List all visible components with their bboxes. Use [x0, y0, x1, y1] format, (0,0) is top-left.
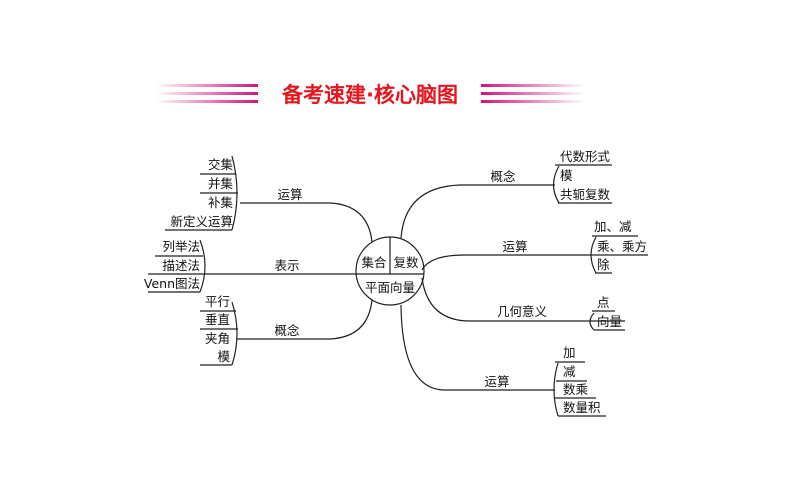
- center-vectors: 平面向量: [365, 280, 415, 295]
- list-item: 列举法: [162, 239, 200, 254]
- list-item: 共轭复数: [560, 187, 611, 202]
- list-item: 模: [217, 349, 230, 364]
- branch-label: 运算: [484, 374, 509, 389]
- list-item: 夹角: [205, 331, 230, 346]
- center-complex: 复数: [393, 255, 419, 270]
- list-item: 向量: [597, 314, 622, 329]
- branch-right-vector-operations: 运算 加 减 数乘 数量积: [484, 345, 606, 417]
- list-item: 代数形式: [560, 149, 611, 164]
- branch-right-operations: 运算 加、减 乘、乘方 除: [502, 219, 647, 274]
- list-item: 加: [563, 345, 576, 360]
- list-item: 减: [563, 364, 576, 379]
- center-sets: 集合: [361, 255, 387, 270]
- branch-left-operations: 运算 交集 并集 补集 新定义运算: [165, 155, 303, 231]
- list-item: 模: [560, 168, 573, 183]
- list-item: 加、减: [594, 219, 632, 234]
- list-item: 除: [597, 257, 610, 272]
- branch-right-geometric-meaning: 几何意义 点 向量: [497, 295, 625, 331]
- branch-label: 表示: [274, 258, 299, 273]
- list-item: 点: [597, 295, 610, 310]
- list-item: 数量积: [563, 400, 601, 415]
- branch-label: 概念: [274, 323, 300, 338]
- list-item: 乘、乘方: [597, 239, 647, 254]
- branch-left-representation: 表示 列举法 描述法 Venn图法: [144, 239, 300, 293]
- list-item: 平行: [205, 294, 230, 309]
- list-item: 交集: [208, 157, 234, 172]
- branch-label: 运算: [502, 239, 527, 254]
- title-banner: 备考速建·核心脑图: [155, 83, 585, 107]
- center-node: 集合 复数 平面向量: [355, 236, 425, 306]
- list-item: 数乘: [563, 382, 589, 397]
- branch-right-concept: 概念 代数形式 模 共轭复数: [490, 149, 612, 204]
- list-item: 补集: [208, 195, 234, 210]
- list-item: 描述法: [162, 258, 200, 273]
- list-item: 垂直: [205, 312, 230, 327]
- connectors: [148, 184, 648, 391]
- list-item: Venn图法: [144, 276, 200, 291]
- branch-left-concept: 概念 平行 垂直 夹角 模: [200, 294, 300, 366]
- branch-label: 运算: [277, 187, 302, 202]
- branch-label: 概念: [490, 169, 516, 184]
- list-item: 新定义运算: [170, 214, 233, 229]
- list-item: 并集: [208, 176, 234, 191]
- branch-label: 几何意义: [497, 304, 548, 319]
- page-title: 备考速建·核心脑图: [281, 83, 458, 107]
